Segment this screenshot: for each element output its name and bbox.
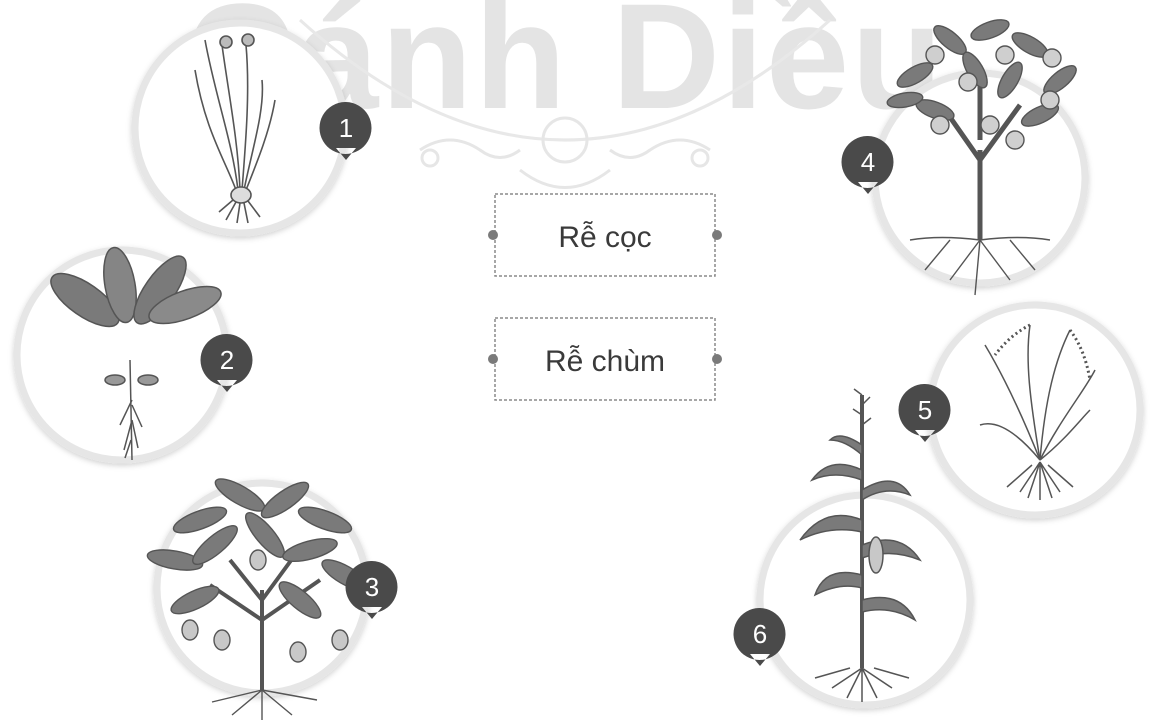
left-connector-dot[interactable] — [488, 354, 498, 364]
label-text: Rễ chùm — [545, 345, 665, 378]
label-text: Rễ cọc — [558, 221, 651, 254]
plant-card-2[interactable] — [17, 245, 227, 460]
plant-card-5[interactable] — [930, 305, 1140, 515]
badge-number: 4 — [861, 147, 875, 177]
left-connector-dot[interactable] — [488, 230, 498, 240]
badge-number: 3 — [365, 572, 379, 602]
badge-number: 5 — [918, 395, 932, 425]
label-box-tap-root[interactable]: Rễ cọc — [488, 194, 722, 276]
badge-number: 2 — [220, 345, 234, 375]
badge-number: 6 — [753, 619, 767, 649]
right-connector-dot[interactable] — [712, 354, 722, 364]
badge-number: 1 — [339, 113, 353, 143]
right-connector-dot[interactable] — [712, 230, 722, 240]
plant-card-1[interactable] — [135, 23, 345, 233]
plant-card-3[interactable] — [146, 473, 372, 720]
label-box-fibrous-root[interactable]: Rễ chùm — [488, 318, 722, 400]
